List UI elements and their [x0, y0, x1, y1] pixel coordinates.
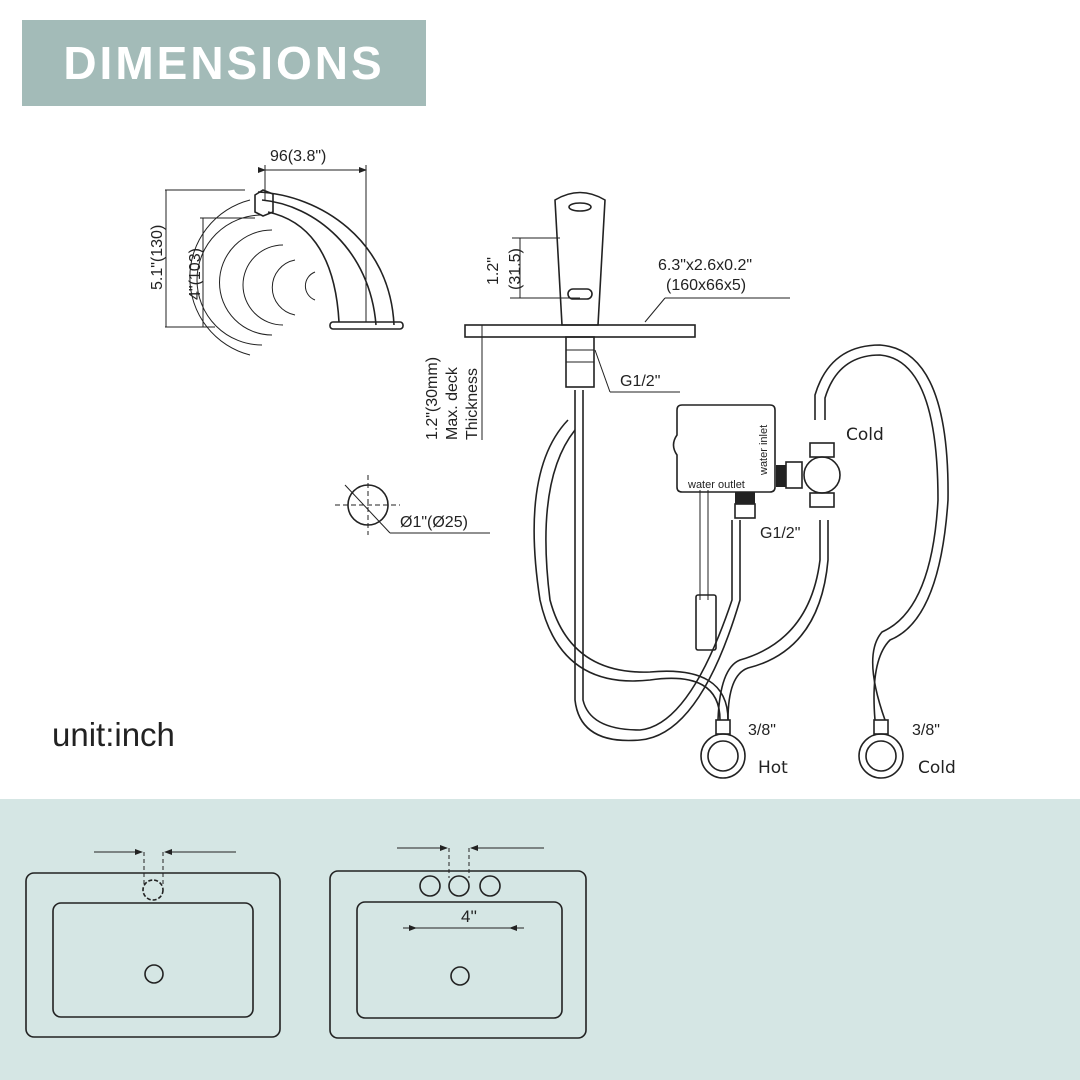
deck-plate-label: 6.3"x2.6x0.2": [658, 257, 752, 274]
deck-thickness-line1: 1.2"(30mm): [424, 357, 441, 440]
control-box: water inlet water outlet G1/2" Cold: [672, 404, 884, 542]
sensor-height-mm-label: (31.5): [507, 248, 524, 290]
water-outlet-label: water outlet: [687, 479, 745, 491]
hole-spacing-label: 4'': [461, 907, 477, 926]
basin-three-hole: 4'': [329, 845, 587, 1039]
water-inlet-label: water inlet: [758, 425, 770, 476]
total-height-label: 5.1"(130): [149, 225, 166, 290]
basin-single-hole: [25, 849, 281, 1038]
side-view-faucet: 96(3.8") 5.1"(130) 4"(103): [149, 148, 404, 356]
hoses: [533, 344, 949, 742]
supply-connectors: 3/8" Hot 3/8" Cold: [700, 719, 956, 779]
cold-supply-label: Cold: [918, 758, 956, 778]
cold-inlet-label: Cold: [846, 425, 884, 445]
front-view-faucet: 1.2" (31.5) 6.3"x2.6x0.2" (160x66x5) G1/…: [335, 191, 790, 535]
cold-size-label: 3/8": [912, 722, 940, 739]
header-banner: DIMENSIONS: [22, 20, 426, 106]
deck-plate-mm-label: (160x66x5): [666, 277, 746, 294]
deck-thickness-line3: Thickness: [464, 368, 481, 440]
hole-diameter-label: Ø1"(Ø25): [400, 514, 468, 531]
hot-label: Hot: [758, 758, 788, 778]
header-title: DIMENSIONS: [63, 37, 385, 89]
side-width-label: 96(3.8"): [270, 148, 326, 165]
thread-top-label: G1/2": [620, 373, 660, 390]
basin-panel: [0, 799, 1080, 1080]
deck-thickness-line2: Max. deck: [444, 366, 461, 440]
outlet-thread-label: G1/2": [760, 525, 800, 542]
unit-label: unit:inch: [52, 716, 175, 753]
hot-size-label: 3/8": [748, 722, 776, 739]
sensor-height-label: 1.2": [485, 257, 502, 285]
